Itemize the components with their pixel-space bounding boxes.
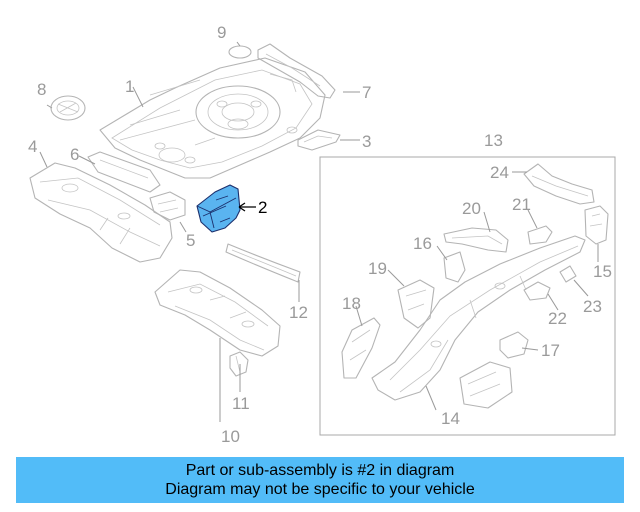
part-21 xyxy=(527,225,553,245)
callout-3: 3 xyxy=(362,132,371,151)
callout-5: 5 xyxy=(186,231,195,250)
callout-6: 6 xyxy=(70,145,79,164)
callout-16: 16 xyxy=(413,234,432,253)
part-6 xyxy=(87,151,161,193)
part-inset-misc xyxy=(459,361,513,409)
subassembly-box-13 xyxy=(319,156,616,436)
callout-17: 17 xyxy=(541,341,560,360)
callout-2[interactable]: 2 xyxy=(258,198,267,217)
part-11 xyxy=(229,351,249,377)
part-14-main-rail xyxy=(371,235,586,401)
callout-19: 19 xyxy=(368,259,387,278)
callout-15: 15 xyxy=(593,262,612,281)
part-20 xyxy=(443,227,509,253)
part-23 xyxy=(559,265,577,283)
part-5 xyxy=(149,191,186,221)
part-1-rear-floor-pan xyxy=(99,57,326,179)
banner-line-2: Diagram may not be specific to your vehi… xyxy=(165,481,475,498)
leader-lines xyxy=(39,41,599,422)
callout-11: 11 xyxy=(232,394,250,413)
callout-7: 7 xyxy=(362,83,371,102)
parts-diagram: 1 2 3 4 5 6 7 8 9 10 11 12 13 14 15 16 1… xyxy=(28,23,616,446)
part-12 xyxy=(225,243,301,283)
callout-1: 1 xyxy=(125,77,134,96)
callout-9: 9 xyxy=(217,23,226,42)
part-18 xyxy=(341,317,381,379)
callout-12: 12 xyxy=(289,303,308,322)
part-19 xyxy=(397,279,435,329)
part-15 xyxy=(584,205,609,245)
callout-10: 10 xyxy=(221,427,240,446)
callout-24: 24 xyxy=(490,163,509,182)
part-16 xyxy=(443,251,466,283)
part-22 xyxy=(523,281,551,301)
part-24 xyxy=(523,163,595,205)
part-9 xyxy=(228,45,252,59)
callout-23: 23 xyxy=(583,297,602,316)
callout-18: 18 xyxy=(342,294,361,313)
callout-14: 14 xyxy=(441,409,460,428)
part-7 xyxy=(257,43,336,99)
part-8 xyxy=(50,95,86,121)
part-4 xyxy=(29,162,173,263)
info-banner: Part or sub-assembly is #2 in diagram Di… xyxy=(16,457,624,503)
callout-22: 22 xyxy=(548,309,567,328)
callout-4: 4 xyxy=(28,137,37,156)
callout-8: 8 xyxy=(37,80,46,99)
callout-numbers: 1 2 3 4 5 6 7 8 9 10 11 12 13 14 15 16 1… xyxy=(28,23,612,446)
callout-21: 21 xyxy=(512,195,531,214)
part-17 xyxy=(499,331,529,359)
part-10 xyxy=(154,269,281,357)
callout-20: 20 xyxy=(462,199,481,218)
banner-line-1: Part or sub-assembly is #2 in diagram xyxy=(185,462,455,479)
part-2-highlighted[interactable] xyxy=(196,184,241,233)
callout-13: 13 xyxy=(484,131,503,150)
part-3 xyxy=(297,129,341,151)
